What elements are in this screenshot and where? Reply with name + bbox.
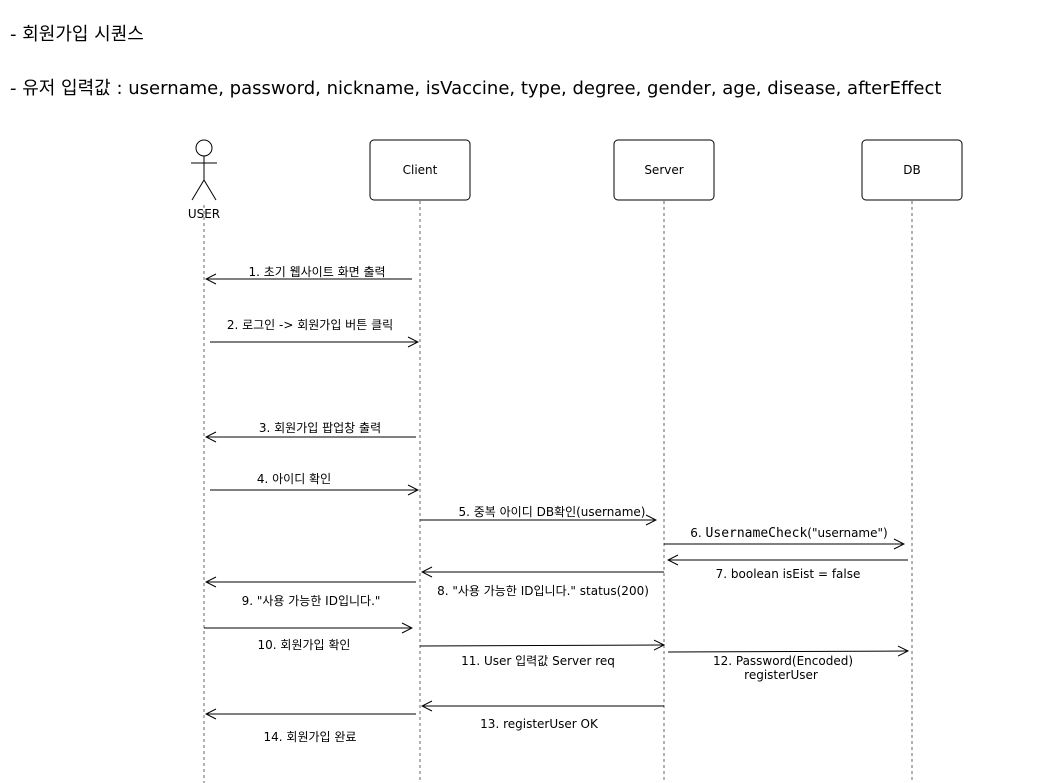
message-6-label-suffix: ("username") xyxy=(807,526,887,540)
message-11-arrow xyxy=(419,645,664,646)
message-4-label: 4. 아이디 확인 xyxy=(257,472,331,486)
user-input-list: - 유저 입력값 : username, password, nickname,… xyxy=(10,78,942,99)
message-14-label: 14. 회원가입 완료 xyxy=(264,730,357,744)
page-title: - 회원가입 시퀀스 xyxy=(10,24,144,45)
message-1-label: 1. 초기 웹사이트 화면 출력 xyxy=(248,265,385,279)
db-box xyxy=(861,139,963,201)
user-actor-icon xyxy=(191,139,217,201)
message-3-label: 3. 회원가입 팝업창 출력 xyxy=(259,421,381,435)
client-label: Client xyxy=(403,163,438,177)
server-label: Server xyxy=(644,163,683,177)
message-6-label-code: UsernameCheck xyxy=(706,526,808,541)
message-2-label: 2. 로그인 -> 회원가입 버튼 클릭 xyxy=(227,318,393,332)
message-8-label: 8. "사용 가능한 ID입니다." status(200) xyxy=(437,584,649,598)
client-box xyxy=(369,139,471,201)
message-6-label: 6. UsernameCheck("username") xyxy=(690,526,887,541)
db-label: DB xyxy=(903,163,920,177)
message-7-label: 7. boolean isEist = false xyxy=(716,567,861,581)
message-6-label-prefix: 6. xyxy=(690,526,705,540)
server-box xyxy=(613,139,715,201)
message-5-label: 5. 중복 아이디 DB확인(username) xyxy=(458,505,645,519)
message-9-label: 9. "사용 가능한 ID입니다." xyxy=(242,594,381,608)
user-actor-label: USER xyxy=(188,207,220,221)
message-12-label-line1: 12. Password(Encoded) xyxy=(713,654,853,668)
message-12-arrow xyxy=(667,651,908,652)
message-12-label-line2: registerUser xyxy=(744,668,818,682)
message-10-label: 10. 회원가입 확인 xyxy=(258,638,351,652)
message-11-label: 11. User 입력값 Server req xyxy=(461,654,615,668)
message-13-label: 13. registerUser OK xyxy=(480,717,599,731)
